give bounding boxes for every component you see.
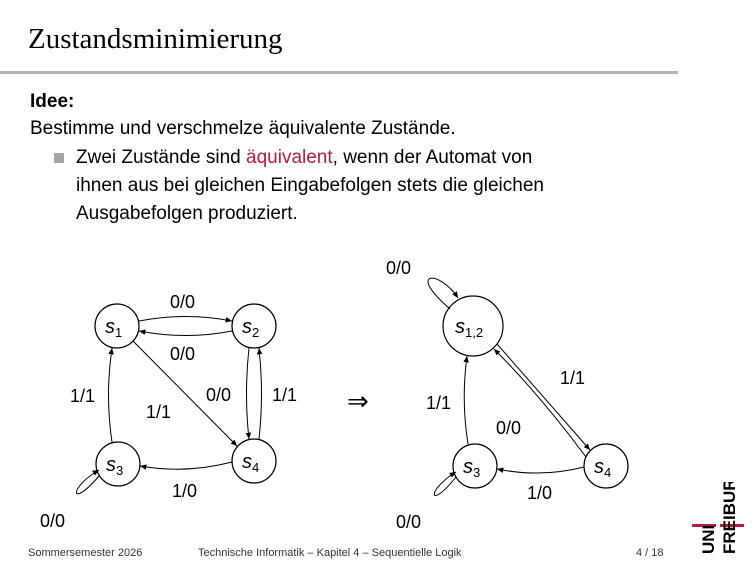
bullet-line-2: ihnen aus bei gleichen Eingabefolgen ste… — [76, 175, 544, 196]
edge-s3-s1 — [108, 347, 114, 443]
state-s12-circle — [442, 295, 504, 357]
state-s3-circle — [95, 441, 141, 487]
state-s2-circle — [231, 303, 277, 349]
state-s12-label: s1,2 — [455, 316, 483, 340]
right-state-machine: s1,2 s3 s4 0/0 1/1 0/0 1/1 1/0 0/0 — [386, 258, 629, 532]
logo-text-uni: UNI — [699, 525, 718, 554]
edge-s3r-self — [433, 471, 457, 497]
state-s4r-circle — [583, 443, 629, 489]
edge-s3-s12 — [463, 355, 469, 445]
label-s3-self: 0/0 — [40, 511, 65, 531]
title-divider — [0, 71, 678, 74]
label-s12-self: 0/0 — [386, 258, 411, 278]
footer-course: Technische Informatik – Kapitel 4 – Sequ… — [198, 547, 462, 559]
logo-accent-bar-left — [692, 524, 716, 527]
state-s1-circle — [94, 303, 140, 349]
label-s1-s2: 0/0 — [170, 292, 195, 312]
left-state-machine: s1 s2 s3 s4 0/0 0/0 0/0 1/1 1/1 1/1 1/0 … — [40, 292, 297, 531]
bullet-line-3: Ausgabefolgen produziert. — [76, 203, 298, 224]
label-s3-s1: 1/1 — [70, 386, 95, 406]
idea-text: Bestimme und verschmelze äquivalente Zus… — [30, 118, 456, 139]
label-s12-s4: 1/1 — [560, 368, 585, 388]
bullet-line-1: Zwei Zustände sind äquivalent, wenn der … — [76, 144, 674, 172]
edge-s2-s1 — [138, 329, 233, 336]
bullet-square-icon — [54, 153, 64, 163]
state-s4-circle — [231, 438, 277, 484]
label-s4-s2: 1/1 — [272, 385, 297, 405]
implies-arrow-icon: ⇒ — [347, 386, 369, 416]
edge-s1-s4 — [132, 340, 238, 447]
state-s2-label: s2 — [242, 316, 259, 340]
label-s3r-self: 0/0 — [396, 512, 421, 532]
edge-s1-s2 — [138, 316, 233, 323]
edge-s4-s2 — [256, 347, 263, 440]
label-s4-s12: 0/0 — [496, 418, 521, 438]
idea-heading: Idee: — [30, 91, 75, 112]
edge-s12-self — [427, 277, 459, 310]
edge-s4-s3r — [496, 466, 585, 474]
state-s1-label: s1 — [105, 316, 122, 340]
state-s4-label: s4 — [242, 451, 259, 475]
highlight-term: äquivalent — [246, 147, 333, 168]
edge-s3-self — [76, 469, 100, 495]
edge-s4-s3 — [139, 461, 233, 470]
state-s4r-label: s4 — [594, 456, 611, 480]
label-s4-s3r: 1/0 — [527, 483, 552, 503]
edge-s4-s12 — [493, 348, 587, 458]
bullet-text-before: Zwei Zustände sind — [76, 147, 247, 168]
bullet-text-after: , wenn der Automat von — [332, 147, 533, 168]
label-s1-s4: 1/1 — [146, 402, 171, 422]
state-s3-label: s3 — [106, 454, 123, 478]
page-title: Zustandsminimierung — [28, 23, 283, 55]
bullet-item: Zwei Zustände sind äquivalent, wenn der … — [54, 144, 674, 228]
edge-s12-s4 — [496, 343, 591, 451]
label-s3-s12: 1/1 — [426, 393, 451, 413]
university-logo: UNI FREIBURG — [692, 482, 744, 554]
label-s2-s4: 0/0 — [206, 385, 231, 405]
label-s2-s1: 0/0 — [170, 344, 195, 364]
footer-semester: Sommersemester 2026 — [28, 547, 143, 559]
state-s3r-circle — [452, 443, 498, 489]
logo-accent-bar-right — [720, 524, 744, 527]
bullet-text: Zwei Zustände sind äquivalent, wenn der … — [76, 144, 674, 228]
footer-page-number: 4 / 18 — [636, 547, 664, 559]
logo-text-freiburg: FREIBURG — [720, 482, 739, 554]
state-s3r-label: s3 — [463, 456, 480, 480]
label-s4-s3: 1/0 — [172, 481, 197, 501]
edge-s2-s4 — [245, 347, 252, 440]
